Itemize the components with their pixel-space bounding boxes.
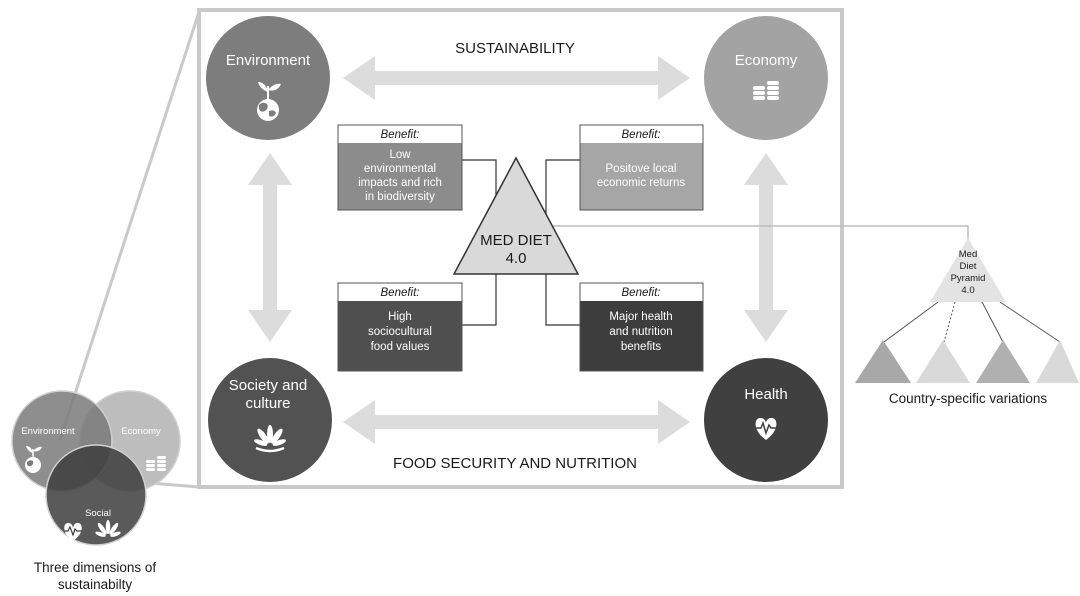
health-node: Health bbox=[704, 358, 828, 482]
med-diet-triangle: MED DIET 4.0 bbox=[452, 156, 580, 275]
society-label-line-1: Society and bbox=[229, 377, 307, 394]
variation-link bbox=[999, 301, 1061, 343]
benefit-text-line: food values bbox=[371, 341, 430, 353]
pyramid-label-line: Med bbox=[959, 249, 977, 260]
med-diet-triangle-shape bbox=[452, 156, 580, 275]
health-circle bbox=[704, 358, 828, 482]
venn-economy-label: Economy bbox=[121, 426, 161, 437]
country-variations-caption: Country-specific variations bbox=[889, 391, 1048, 406]
benefit-box-health: Benefit: Major health and nutrition bene… bbox=[579, 282, 704, 372]
sustainability-venn: Environment Economy Social bbox=[11, 390, 181, 546]
benefit-text-line: in biodiversity bbox=[365, 191, 435, 203]
benefit-box-environment: Benefit: Low environmental impacts and r… bbox=[337, 124, 463, 211]
heart-pulse-icon bbox=[755, 417, 777, 440]
variation-link bbox=[981, 301, 1004, 343]
right-vertical-arrow bbox=[744, 153, 788, 342]
med-diet-pyramid-shape bbox=[930, 238, 1006, 302]
benefit-text-line: Positove local bbox=[606, 163, 677, 175]
coins-icon bbox=[146, 456, 166, 471]
health-label: Health bbox=[744, 386, 787, 403]
benefit-text-line: and nutrition bbox=[609, 326, 672, 338]
zoom-line-top bbox=[58, 11, 201, 441]
venn-environment-label: Environment bbox=[21, 426, 75, 437]
variation-link bbox=[943, 301, 956, 343]
benefit-box-economy: Benefit: Positove local economic returns bbox=[579, 124, 704, 211]
venn-social-circle bbox=[45, 444, 147, 546]
country-variation-triangle bbox=[1036, 340, 1079, 383]
connector-society-benefit bbox=[462, 274, 497, 326]
sustainability-label: SUSTAINABILITY bbox=[455, 40, 575, 57]
economy-circle bbox=[704, 16, 828, 140]
pyramid-label-line: Pyramid bbox=[951, 273, 986, 284]
environment-circle bbox=[206, 16, 330, 140]
benefit-text-line: Major health bbox=[609, 311, 672, 323]
variation-link bbox=[883, 301, 939, 343]
pyramid-label-line: 4.0 bbox=[961, 285, 974, 296]
connector-environment-benefit bbox=[462, 159, 497, 195]
left-vertical-arrow bbox=[248, 153, 292, 342]
environment-node: Environment bbox=[206, 16, 330, 140]
med-diet-title: MED DIET bbox=[480, 232, 552, 249]
connector-health-benefit bbox=[545, 274, 580, 326]
benefit-text-line: benefits bbox=[621, 341, 662, 353]
venn-caption-line-1: Three dimensions of bbox=[34, 560, 157, 575]
connector-economy-benefit bbox=[545, 159, 580, 214]
benefit-text-line: Low bbox=[389, 149, 411, 161]
zoom-line-bottom bbox=[149, 481, 200, 489]
benefit-text-line: environmental bbox=[364, 163, 436, 175]
plant-hands-icon bbox=[253, 425, 287, 453]
country-pyramid-group: Med Diet Pyramid 4.0 Country-specific va… bbox=[855, 238, 1079, 406]
economy-node: Economy bbox=[704, 16, 828, 140]
benefit-heading: Benefit: bbox=[381, 129, 420, 141]
economy-label: Economy bbox=[735, 52, 798, 69]
globe-sprout-icon bbox=[257, 82, 281, 121]
globe-sprout-icon bbox=[25, 446, 42, 473]
benefit-text-line: economic returns bbox=[597, 177, 685, 189]
coins-icon bbox=[753, 81, 779, 100]
benefit-text-line: High bbox=[388, 311, 412, 323]
plant-hands-icon bbox=[95, 520, 121, 537]
society-label-line-2: culture bbox=[245, 395, 290, 412]
benefit-text-line: impacts and rich bbox=[358, 177, 442, 189]
sustainability-arrow bbox=[343, 56, 690, 100]
connector-to-pyramid bbox=[553, 225, 969, 240]
benefit-heading: Benefit: bbox=[622, 287, 661, 299]
benefit-text-line: sociocultural bbox=[368, 326, 432, 338]
venn-social-label: Social bbox=[85, 508, 111, 519]
country-variation-triangle bbox=[916, 340, 970, 383]
benefit-heading: Benefit: bbox=[622, 129, 661, 141]
food-security-arrow bbox=[343, 400, 690, 444]
society-node: Society and culture bbox=[208, 358, 332, 482]
benefit-heading: Benefit: bbox=[381, 287, 420, 299]
society-circle bbox=[208, 358, 332, 482]
pyramid-label-line: Diet bbox=[960, 261, 977, 272]
heart-pulse-icon bbox=[64, 522, 82, 541]
food-security-label: FOOD SECURITY AND NUTRITION bbox=[393, 455, 637, 472]
country-variation-triangle bbox=[976, 340, 1030, 383]
venn-caption-line-2: sustainabilty bbox=[58, 577, 133, 592]
med-diet-version: 4.0 bbox=[506, 250, 527, 267]
country-variation-triangle bbox=[855, 340, 911, 383]
environment-label: Environment bbox=[226, 52, 311, 69]
benefit-box-society: Benefit: High sociocultural food values bbox=[337, 282, 463, 372]
